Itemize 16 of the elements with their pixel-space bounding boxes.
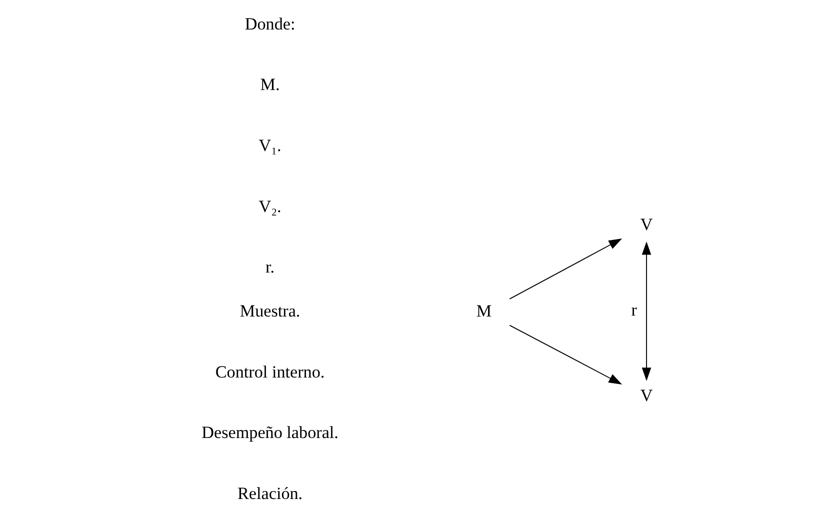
label: Desempeño laboral. bbox=[202, 423, 338, 442]
label: r. bbox=[266, 258, 275, 277]
label: M. bbox=[260, 75, 280, 94]
label: Muestra. bbox=[240, 301, 300, 320]
node-text: V bbox=[640, 214, 653, 234]
node-text: V bbox=[640, 386, 653, 406]
label: Control interno. bbox=[215, 362, 325, 382]
arrow bbox=[642, 241, 652, 381]
label: Donde: bbox=[244, 14, 296, 34]
label: Relación. bbox=[238, 484, 303, 504]
arrow bbox=[509, 238, 622, 300]
node-text: M bbox=[476, 301, 492, 320]
label: V₂. bbox=[258, 196, 282, 216]
edge-label: r bbox=[631, 300, 638, 320]
arrow bbox=[509, 324, 622, 385]
label: V₁. bbox=[258, 136, 282, 156]
